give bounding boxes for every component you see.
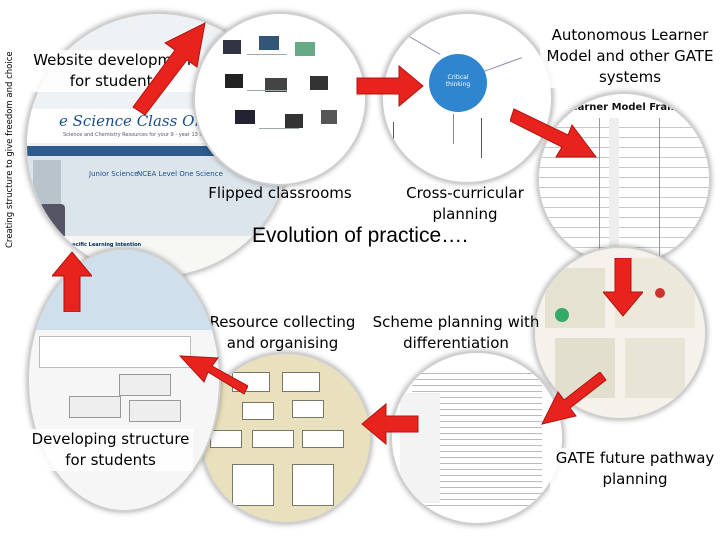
scheme-circle bbox=[390, 351, 564, 525]
crosscurricular-center-node bbox=[429, 54, 487, 112]
arrow-resource-to-developing bbox=[178, 355, 248, 395]
website-tile-ncea: NCEA Level One Science bbox=[137, 170, 223, 178]
website-tile-junior: Junior Science bbox=[89, 170, 139, 178]
website-section: Specific Learning Intention bbox=[65, 242, 142, 248]
arrow-developing-to-website bbox=[52, 251, 92, 312]
website-banner: e Science Class Online bbox=[59, 112, 233, 130]
center-title: Evolution of practice…. bbox=[252, 224, 468, 247]
crosscurricular-center-text: Critical thinking bbox=[445, 74, 471, 88]
arrow-autonomous-to-gate bbox=[603, 258, 643, 317]
arrow-website-to-flipped bbox=[132, 22, 206, 115]
arrow-gate-to-scheme bbox=[541, 372, 607, 425]
crosscurricular-circle: Critical thinking bbox=[381, 12, 553, 184]
arrow-flipped-to-crosscurricular bbox=[356, 64, 424, 108]
autonomous-header: ous Learner Model Fram bbox=[541, 102, 678, 113]
crosscurricular-label: Cross-curricular planning bbox=[406, 184, 524, 223]
autonomous-label: Autonomous Learner Model and other GATE … bbox=[540, 25, 720, 88]
autonomous-circle: ous Learner Model Fram bbox=[537, 92, 711, 266]
resource-label: Resource collecting and organising bbox=[209, 313, 356, 352]
website-subtitle: Science and Chemistry Resources for your… bbox=[63, 132, 222, 138]
developing-label: Developing structure for students bbox=[28, 429, 193, 471]
side-label: Creating structure to give freedom and c… bbox=[5, 51, 15, 248]
arrow-crosscurricular-to-autonomous bbox=[510, 108, 597, 158]
scheme-label: Scheme planning with differentiation bbox=[372, 313, 540, 352]
arrow-scheme-to-resource bbox=[361, 402, 419, 446]
flipped-circle bbox=[193, 12, 367, 186]
gate-label: GATE future pathway planning bbox=[550, 448, 720, 490]
flipped-label: Flipped classrooms bbox=[208, 184, 352, 202]
